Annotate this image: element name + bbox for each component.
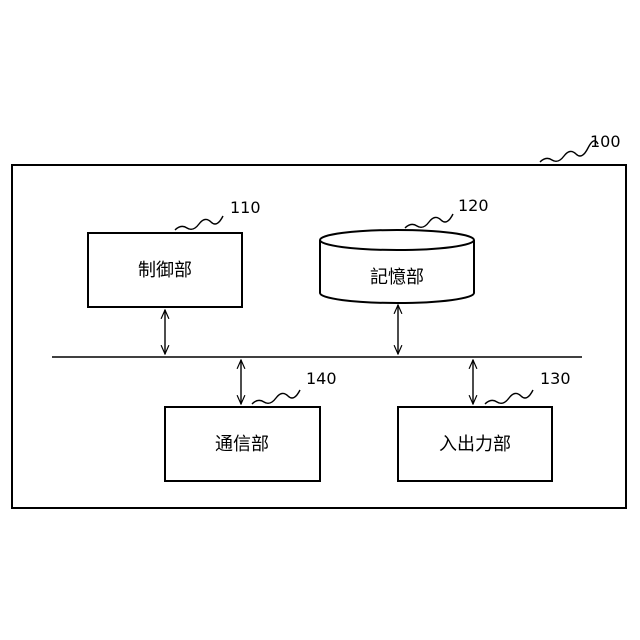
control-unit-ref: 110: [230, 198, 261, 217]
storage-unit-ref: 120: [458, 196, 489, 215]
communication-unit-ref: 140: [306, 369, 337, 388]
communication-unit-label: 通信部: [215, 434, 269, 455]
control-unit-label: 制御部: [138, 260, 192, 281]
storage-unit-label: 記憶部: [370, 267, 424, 288]
io-unit-ref: 130: [540, 369, 571, 388]
device-ref: 100: [590, 132, 621, 151]
io-unit-label: 入出力部: [439, 434, 511, 455]
